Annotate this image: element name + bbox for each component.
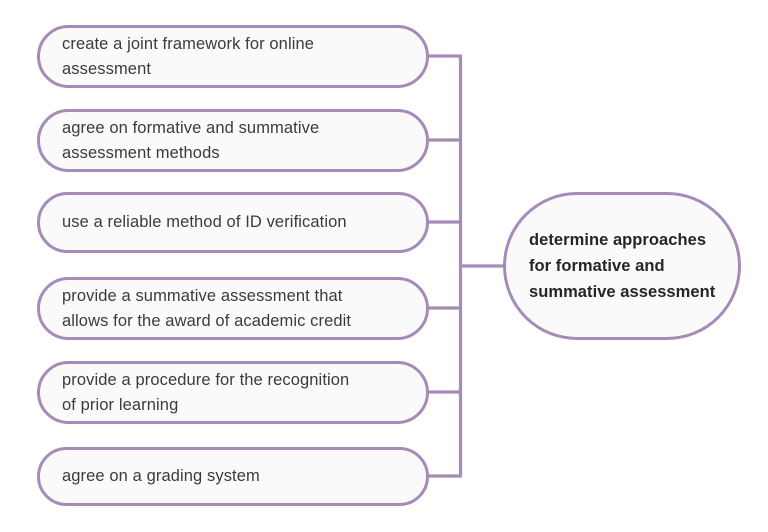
- branch-node-1-label: create a joint framework for online asse…: [62, 34, 315, 78]
- branch-node-5-label: provide a procedure for the recognition …: [62, 370, 350, 414]
- branch-node-5[interactable]: provide a procedure for the recognition …: [37, 361, 429, 424]
- branch-node-2[interactable]: agree on formative and summative assessm…: [37, 109, 429, 172]
- branch-node-4-label: provide a summative assessment that allo…: [62, 286, 352, 330]
- branch-node-3-label: use a reliable method of ID verification: [62, 213, 347, 231]
- branch-node-4[interactable]: provide a summative assessment that allo…: [37, 277, 429, 340]
- root-node-label: determine approaches for formative and s…: [529, 231, 716, 301]
- branch-node-6[interactable]: agree on a grading system: [37, 447, 429, 506]
- branch-node-3[interactable]: use a reliable method of ID verification: [37, 192, 429, 253]
- branch-node-6-label: agree on a grading system: [62, 467, 260, 485]
- branch-node-1[interactable]: create a joint framework for online asse…: [37, 25, 429, 88]
- branch-node-2-label: agree on formative and summative assessm…: [62, 118, 320, 162]
- root-node[interactable]: determine approaches for formative and s…: [503, 192, 741, 340]
